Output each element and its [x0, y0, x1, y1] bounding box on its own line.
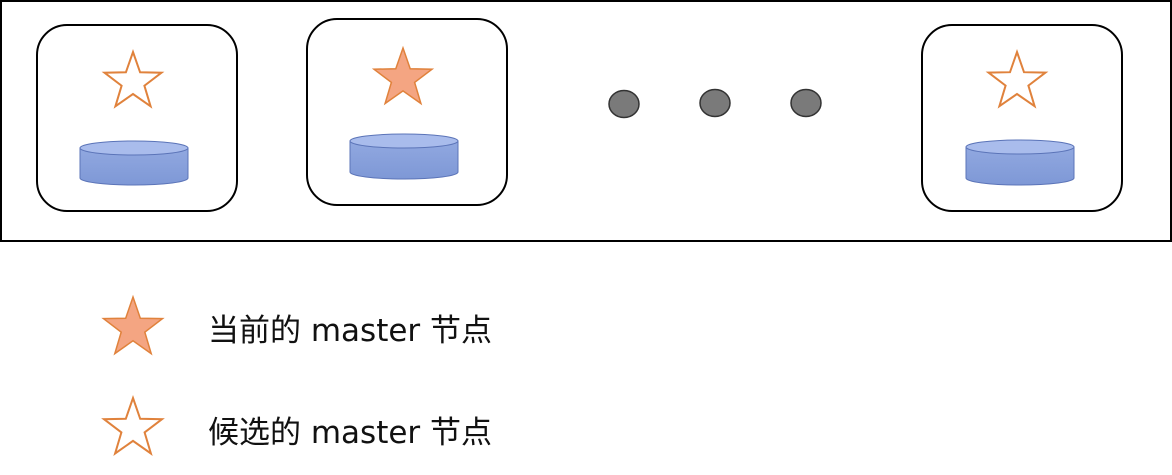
ellipsis-dot — [608, 89, 640, 119]
node-card-1 — [36, 24, 238, 212]
database-icon — [965, 139, 1075, 186]
filled-star-icon — [371, 45, 435, 106]
outline-star-icon — [985, 48, 1049, 109]
outline-star-icon — [101, 48, 165, 109]
database-icon — [349, 133, 459, 180]
legend-item-candidate-master: 候选的 master 节点 — [101, 394, 492, 456]
node-card-2 — [306, 18, 508, 206]
database-icon — [79, 140, 189, 186]
outline-star-icon — [101, 394, 165, 456]
ellipsis-dots — [608, 88, 822, 119]
node-card-3 — [921, 24, 1123, 212]
ellipsis-dot — [790, 88, 822, 118]
legend-label-candidate-master: 候选的 master 节点 — [208, 415, 492, 451]
filled-star-icon — [101, 294, 165, 356]
legend-item-current-master: 当前的 master 节点 — [101, 294, 492, 356]
legend-label-current-master: 当前的 master 节点 — [208, 313, 492, 349]
ellipsis-dot — [699, 88, 731, 118]
legend: 当前的 master 节点 候选的 master 节点 — [101, 294, 492, 456]
